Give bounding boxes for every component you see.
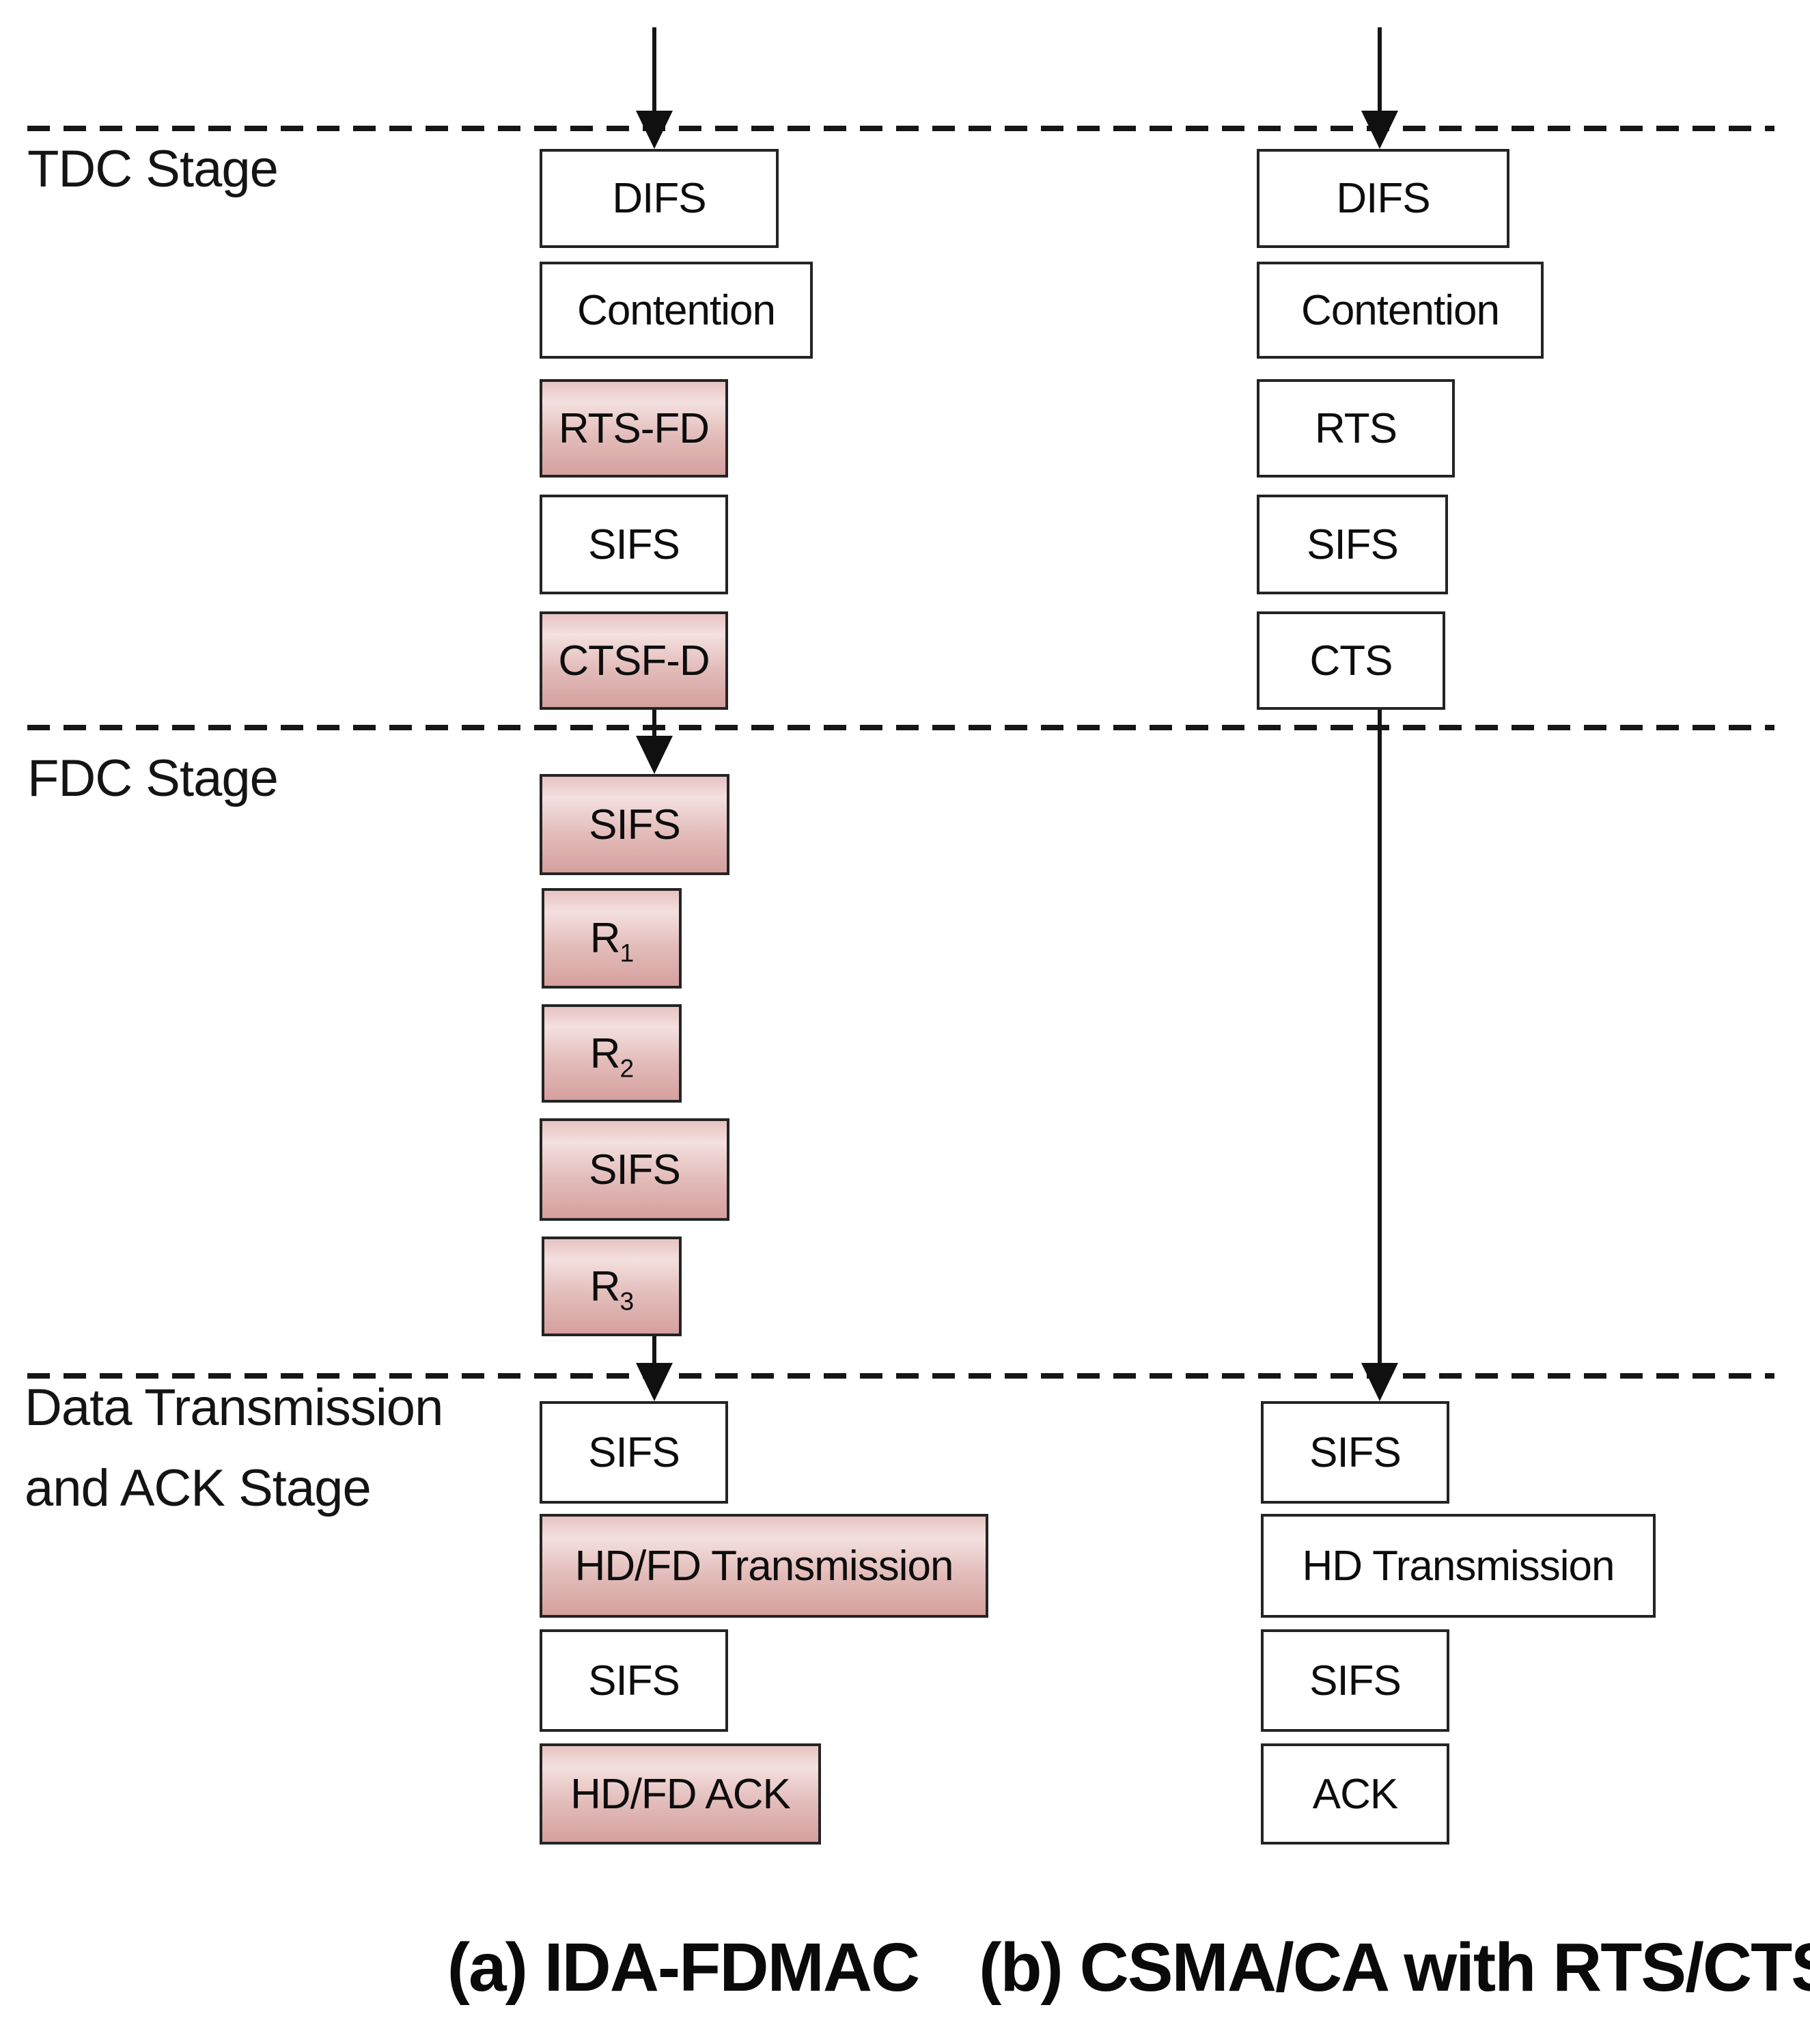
box-hd-fd-transmission: HD/FD Transmission bbox=[540, 1514, 988, 1618]
box-label-text: R bbox=[589, 1030, 621, 1077]
box-label-text: HD/FD ACK bbox=[570, 1770, 791, 1818]
stage-label: TDC Stage bbox=[27, 129, 279, 210]
box-hd-fd-ack: HD/FD ACK bbox=[540, 1743, 821, 1845]
stage-label: FDC Stage bbox=[27, 738, 279, 819]
box-label-text: SIFS bbox=[1309, 1428, 1402, 1476]
box-label-text: DIFS bbox=[1336, 175, 1430, 222]
box-label: HD/FD Transmission bbox=[574, 1542, 954, 1590]
box-label: HD/FD ACK bbox=[570, 1770, 791, 1819]
stage-label-line: TDC Stage bbox=[27, 140, 279, 198]
stage-label-line: FDC Stage bbox=[27, 749, 279, 807]
box-label-subscript: 3 bbox=[619, 1286, 635, 1315]
box-label: RTS bbox=[1315, 404, 1397, 453]
box-label-text: R bbox=[589, 915, 621, 962]
stage-divider-line bbox=[27, 725, 1774, 730]
box-label: SIFS bbox=[588, 521, 680, 569]
box-label-text: DIFS bbox=[612, 175, 706, 222]
box-label: CTSF-D bbox=[558, 637, 710, 685]
box-label: DIFS bbox=[612, 174, 706, 223]
caption-a: (a) IDA-FDMAC bbox=[447, 1929, 921, 2006]
box-contention: Contention bbox=[1257, 262, 1544, 359]
box-ack: ACK bbox=[1261, 1743, 1449, 1845]
arrowhead-down-icon bbox=[636, 736, 673, 774]
box-r1: R1 bbox=[542, 888, 682, 989]
stage-label-line: Data Transmission bbox=[25, 1379, 443, 1437]
box-sifs: SIFS bbox=[540, 774, 729, 875]
box-label-text: SIFS bbox=[588, 1428, 680, 1476]
box-label: Contention bbox=[577, 286, 776, 335]
stage-divider-line bbox=[27, 1373, 1774, 1379]
box-label: SIFS bbox=[1309, 1428, 1402, 1477]
caption-b: (b) CSMA/CA with RTS/CTS bbox=[979, 1929, 1810, 2006]
box-sifs: SIFS bbox=[540, 1629, 728, 1732]
stage-divider-line bbox=[27, 126, 1774, 131]
box-label-text: SIFS bbox=[588, 1657, 680, 1704]
box-label: RTS-FD bbox=[558, 404, 710, 453]
box-cts: CTS bbox=[1257, 611, 1445, 710]
box-label: R3 bbox=[589, 1262, 634, 1314]
box-rts: RTS bbox=[1257, 379, 1455, 478]
box-label-text: CTS bbox=[1309, 637, 1393, 685]
box-label-subscript: 2 bbox=[619, 1053, 635, 1082]
box-ctsf-d: CTSF-D bbox=[540, 611, 728, 710]
box-label-text: RTS-FD bbox=[558, 404, 710, 452]
stage-label: Data Transmission and ACK Stage bbox=[25, 1368, 443, 1529]
box-sifs: SIFS bbox=[1257, 495, 1448, 594]
box-label-text: SIFS bbox=[589, 1146, 681, 1193]
box-hd-transmission: HD Transmission bbox=[1261, 1514, 1656, 1618]
box-label: SIFS bbox=[588, 1428, 680, 1477]
arrow-shaft bbox=[1378, 27, 1382, 116]
box-label-text: HD/FD Transmission bbox=[574, 1542, 954, 1590]
box-sifs: SIFS bbox=[1261, 1629, 1449, 1732]
box-label-text: ACK bbox=[1312, 1770, 1398, 1818]
box-difs: DIFS bbox=[1257, 149, 1509, 248]
arrow-shaft bbox=[652, 710, 656, 741]
box-sifs: SIFS bbox=[540, 495, 728, 594]
box-label-text: SIFS bbox=[589, 801, 681, 848]
arrow-shaft bbox=[652, 1336, 656, 1368]
box-label: R2 bbox=[589, 1030, 634, 1081]
box-label-text: RTS bbox=[1315, 404, 1397, 452]
box-label-text: CTSF-D bbox=[558, 637, 710, 685]
box-label: SIFS bbox=[589, 1146, 681, 1194]
stage-label-line: and ACK Stage bbox=[25, 1459, 372, 1517]
box-label-text: HD Transmission bbox=[1302, 1542, 1615, 1590]
box-sifs: SIFS bbox=[540, 1118, 729, 1221]
box-label: SIFS bbox=[1309, 1657, 1402, 1705]
box-label-text: SIFS bbox=[1309, 1657, 1402, 1704]
box-sifs: SIFS bbox=[540, 1401, 728, 1504]
box-label: R1 bbox=[589, 914, 634, 965]
arrowhead-down-icon bbox=[636, 1363, 673, 1401]
box-sifs: SIFS bbox=[1261, 1401, 1449, 1504]
arrowhead-down-icon bbox=[636, 111, 673, 149]
arrow-shaft bbox=[1378, 710, 1382, 1368]
box-label: SIFS bbox=[1307, 521, 1399, 569]
box-r3: R3 bbox=[542, 1237, 682, 1336]
box-difs: DIFS bbox=[540, 149, 779, 248]
box-contention: Contention bbox=[540, 262, 813, 359]
box-rts-fd: RTS-FD bbox=[540, 379, 728, 478]
box-label: SIFS bbox=[588, 1657, 680, 1705]
box-label: SIFS bbox=[589, 801, 681, 849]
arrow-shaft bbox=[652, 27, 656, 116]
box-label-text: R bbox=[589, 1262, 621, 1310]
box-label: DIFS bbox=[1336, 174, 1430, 223]
arrowhead-down-icon bbox=[1361, 1363, 1398, 1401]
box-label: HD Transmission bbox=[1303, 1542, 1615, 1590]
box-label: CTS bbox=[1310, 637, 1393, 685]
box-label: Contention bbox=[1301, 286, 1500, 335]
box-r2: R2 bbox=[542, 1004, 682, 1103]
box-label-text: Contention bbox=[577, 286, 776, 334]
arrowhead-down-icon bbox=[1361, 111, 1398, 149]
box-label-subscript: 1 bbox=[619, 938, 635, 967]
box-label-text: Contention bbox=[1301, 286, 1500, 334]
box-label: ACK bbox=[1312, 1770, 1398, 1819]
box-label-text: SIFS bbox=[1307, 521, 1399, 568]
box-label-text: SIFS bbox=[588, 521, 680, 568]
